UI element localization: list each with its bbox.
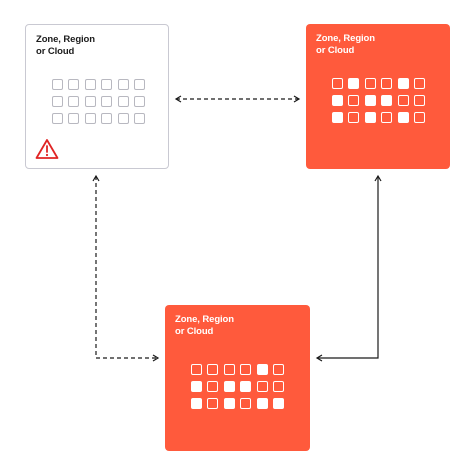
node-bottom: Zone, Region or Cloud (165, 305, 310, 451)
instance-cell (272, 364, 284, 375)
instance-cell (381, 95, 393, 106)
instance-cell (364, 95, 376, 106)
instance-cell (117, 96, 129, 107)
instance-cell (52, 113, 63, 124)
node-label-line1: Zone, Region (175, 314, 234, 325)
node-label: Zone, Region or Cloud (36, 34, 126, 58)
instance-cell (381, 112, 393, 123)
instance-cell (207, 398, 219, 409)
instance-cell (117, 113, 129, 124)
instance-cell (332, 78, 343, 89)
instance-grid (332, 78, 425, 123)
warning-icon (35, 139, 59, 159)
instance-cell (348, 112, 360, 123)
instance-cell (117, 79, 129, 90)
instance-cell (397, 78, 409, 89)
instance-cell (133, 79, 145, 90)
instance-cell (133, 113, 145, 124)
instance-cell (397, 95, 409, 106)
instance-cell (84, 113, 96, 124)
node-label-line2: or Cloud (36, 46, 75, 57)
instance-cell (332, 95, 343, 106)
node-top-left: Zone, Region or Cloud (25, 24, 169, 169)
instance-cell (256, 364, 268, 375)
connector-bottom-top-right (315, 174, 382, 362)
instance-cell (207, 381, 219, 392)
node-label-line2: or Cloud (316, 45, 355, 56)
instance-cell (52, 79, 63, 90)
instance-cell (191, 381, 202, 392)
instance-cell (52, 96, 63, 107)
instance-cell (397, 112, 409, 123)
instance-cell (223, 398, 235, 409)
node-label: Zone, Region or Cloud (175, 314, 265, 338)
instance-cell (256, 381, 268, 392)
node-label-line1: Zone, Region (36, 34, 95, 45)
instance-cell (256, 398, 268, 409)
instance-cell (68, 96, 80, 107)
instance-cell (240, 364, 252, 375)
instance-cell (84, 96, 96, 107)
instance-cell (240, 381, 252, 392)
instance-cell (381, 78, 393, 89)
instance-cell (101, 79, 113, 90)
instance-cell (223, 381, 235, 392)
instance-cell (413, 112, 425, 123)
instance-cell (272, 398, 284, 409)
instance-cell (84, 79, 96, 90)
instance-cell (101, 96, 113, 107)
instance-cell (364, 112, 376, 123)
instance-cell (413, 95, 425, 106)
instance-cell (413, 78, 425, 89)
node-label: Zone, Region or Cloud (316, 33, 406, 57)
node-label-line2: or Cloud (175, 326, 214, 337)
instance-cell (207, 364, 219, 375)
instance-grid (191, 364, 284, 409)
connector-top-left-bottom (92, 174, 160, 362)
node-label-line1: Zone, Region (316, 33, 375, 44)
instance-cell (272, 381, 284, 392)
instance-cell (240, 398, 252, 409)
instance-cell (133, 96, 145, 107)
instance-cell (348, 78, 360, 89)
instance-cell (68, 113, 80, 124)
instance-grid (52, 79, 145, 124)
instance-cell (191, 398, 202, 409)
instance-cell (332, 112, 343, 123)
node-top-right: Zone, Region or Cloud (306, 24, 450, 169)
instance-cell (101, 113, 113, 124)
instance-cell (364, 78, 376, 89)
instance-cell (348, 95, 360, 106)
instance-cell (68, 79, 80, 90)
instance-cell (191, 364, 202, 375)
instance-cell (223, 364, 235, 375)
